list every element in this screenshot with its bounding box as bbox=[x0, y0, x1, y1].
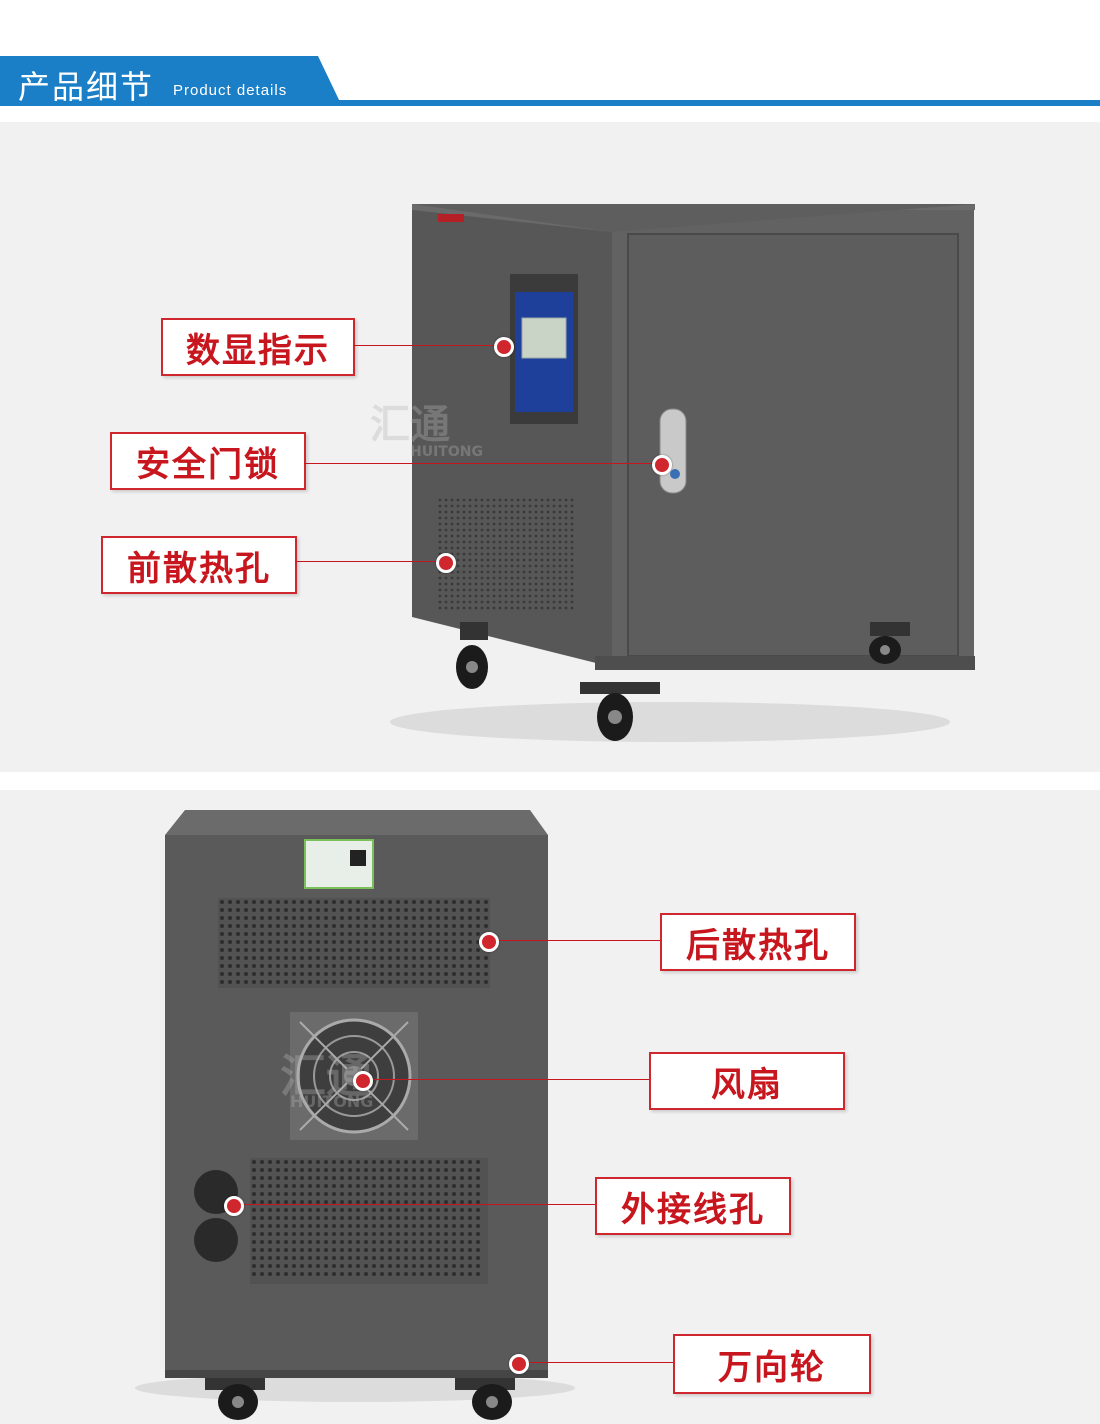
callout-fan: 风扇 bbox=[649, 1052, 845, 1110]
callout-line bbox=[353, 345, 498, 346]
callout-label: 风扇 bbox=[711, 1064, 783, 1105]
callout-label: 外接线孔 bbox=[621, 1189, 765, 1230]
back-cabinet-illustration bbox=[135, 810, 575, 1420]
callout-line bbox=[295, 561, 439, 562]
callout-rear-vent: 后散热孔 bbox=[660, 913, 856, 971]
callout-caster-wheel: 万向轮 bbox=[673, 1334, 871, 1394]
watermark-en: HUITONG bbox=[410, 444, 483, 460]
callout-label: 安全门锁 bbox=[136, 444, 280, 485]
callout-label: 万向轮 bbox=[718, 1347, 826, 1388]
callout-dot bbox=[494, 337, 514, 357]
callout-dot bbox=[353, 1071, 373, 1091]
watermark: 汇通 bbox=[370, 402, 450, 448]
callout-line bbox=[304, 463, 656, 464]
callout-label: 后散热孔 bbox=[686, 925, 830, 966]
front-view-panel: 汇通 HUITONG 数显指示 安全门锁 前散热孔 bbox=[0, 122, 1100, 772]
callout-dot bbox=[436, 553, 456, 573]
callout-dot bbox=[652, 455, 672, 475]
callout-digital-display: 数显指示 bbox=[161, 318, 355, 376]
callout-dot bbox=[224, 1196, 244, 1216]
callout-line bbox=[360, 1079, 649, 1080]
callout-line bbox=[520, 1362, 673, 1363]
header-underline bbox=[0, 100, 1100, 106]
callout-front-vent: 前散热孔 bbox=[101, 536, 297, 594]
callout-cable-hole: 外接线孔 bbox=[595, 1177, 791, 1235]
section-header: 产品细节 Product details bbox=[0, 0, 1100, 120]
callout-dot bbox=[479, 932, 499, 952]
section-title: 产品细节 bbox=[18, 68, 155, 106]
callout-line bbox=[236, 1204, 595, 1205]
section-subtitle: Product details bbox=[173, 82, 288, 99]
callout-label: 前散热孔 bbox=[127, 548, 271, 589]
callout-line bbox=[490, 940, 660, 941]
header-tab bbox=[0, 56, 340, 102]
front-cabinet-illustration bbox=[390, 204, 975, 742]
callout-safety-lock: 安全门锁 bbox=[110, 432, 306, 490]
callout-dot bbox=[509, 1354, 529, 1374]
callout-label: 数显指示 bbox=[186, 330, 330, 371]
back-view-panel: 汇通 HUITONG 后散热孔 风扇 外接线孔 万向轮 bbox=[0, 790, 1100, 1424]
watermark-en: HUITONG bbox=[290, 1092, 374, 1111]
